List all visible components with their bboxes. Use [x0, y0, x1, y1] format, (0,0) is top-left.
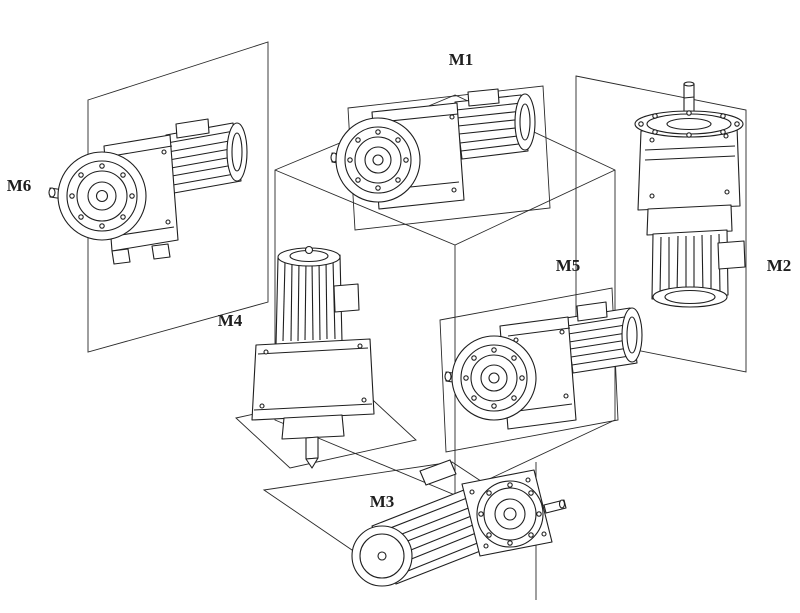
- flange: [57, 151, 147, 241]
- lifting-eye: [304, 245, 314, 255]
- position-label-m6: M6: [7, 176, 32, 195]
- motor-body: [565, 301, 643, 374]
- fan-cover-inner: [664, 289, 716, 305]
- flange-bolts: [463, 347, 525, 409]
- output-shaft: [543, 499, 567, 514]
- shaft-tip: [305, 457, 319, 469]
- motor-body: [651, 229, 746, 308]
- position-label-m1: M1: [449, 50, 474, 69]
- flange: [634, 110, 744, 138]
- terminal-box: [333, 283, 360, 313]
- terminal-box: [175, 118, 210, 139]
- mounting-foot: [111, 248, 131, 265]
- gearmotor-m1: [330, 88, 536, 210]
- flange-bolts: [478, 482, 542, 546]
- fan-cover-inner: [359, 533, 405, 579]
- flange: [335, 117, 421, 203]
- fan-cover: [621, 307, 643, 363]
- fan-cover: [514, 93, 536, 151]
- flange: [476, 480, 544, 548]
- motor-body: [275, 245, 360, 346]
- flange: [451, 335, 537, 421]
- gearmotor-m4: [251, 245, 375, 469]
- gearmotor-m2: [634, 81, 746, 308]
- flange-bolts: [69, 163, 135, 229]
- mounting-foot: [151, 243, 171, 260]
- fan-cover: [226, 122, 248, 182]
- output-shaft: [281, 414, 345, 469]
- motor-body: [454, 88, 536, 160]
- fan-hub: [377, 551, 387, 561]
- shaft-step: [281, 414, 345, 440]
- position-label-m3: M3: [370, 492, 395, 511]
- gearmotor-m6: [48, 118, 248, 265]
- fan-cover-inner: [519, 103, 531, 141]
- position-label-m5: M5: [556, 256, 581, 275]
- mounting-plane-m6: [87, 41, 269, 353]
- flange-bolts: [638, 110, 740, 138]
- cooling-fins: [455, 102, 528, 152]
- terminal-box: [576, 301, 608, 322]
- position-label-m4: M4: [218, 311, 243, 330]
- gear-housing: [637, 126, 741, 236]
- fan-cover-inner: [626, 316, 638, 354]
- flange-bolts: [347, 129, 409, 191]
- terminal-box: [717, 240, 746, 270]
- fan-cover: [652, 286, 728, 308]
- adapter-section: [646, 204, 733, 236]
- position-label-m2: M2: [767, 256, 792, 275]
- fan-cover-inner: [231, 132, 243, 172]
- gearmotor-m3: [351, 459, 567, 587]
- terminal-box: [419, 459, 457, 486]
- motor-body: [165, 118, 248, 194]
- gearmotor-m5: [444, 301, 643, 430]
- mounting-plane-m5: [439, 287, 619, 453]
- gear-housing: [251, 338, 375, 421]
- terminal-box: [467, 88, 500, 107]
- motor-body: [351, 489, 489, 587]
